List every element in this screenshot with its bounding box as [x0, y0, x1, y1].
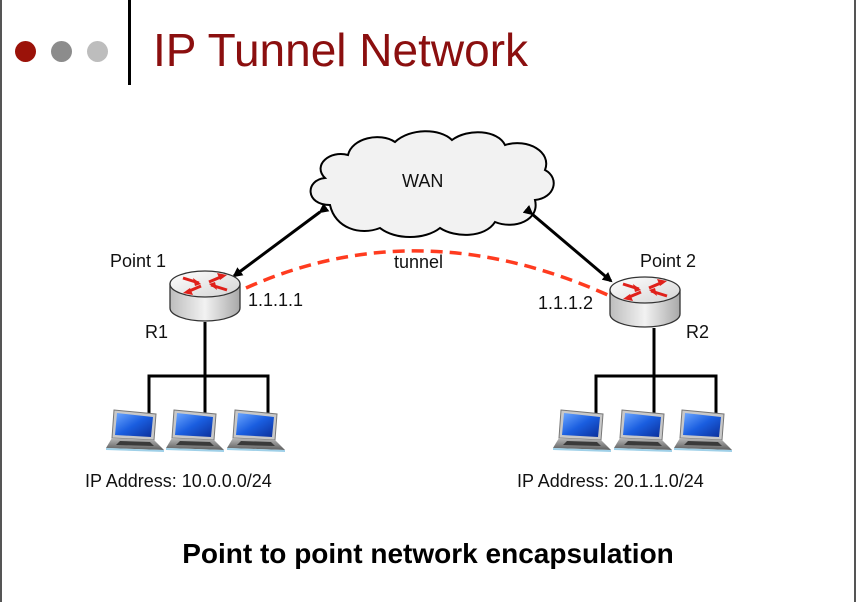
- router-r1: [168, 269, 242, 323]
- r1-label: R1: [145, 322, 169, 342]
- lan-right-wiring: [594, 328, 718, 414]
- title-divider: [128, 0, 131, 85]
- point1-label: Point 1: [110, 251, 167, 271]
- slide-frame-left: [0, 0, 2, 602]
- left-subnet-label: IP Address: 10.0.0.0/24: [85, 471, 272, 491]
- page-title: IP Tunnel Network: [153, 24, 529, 76]
- slide-caption: Point to point network encapsulation: [182, 538, 674, 569]
- bullet-dot-red: [15, 41, 36, 62]
- tunnel-label: tunnel: [394, 252, 444, 272]
- laptop-icon: [226, 409, 286, 453]
- laptop-icon: [552, 409, 612, 453]
- r2-label: R2: [686, 322, 710, 342]
- point2-label: Point 2: [640, 251, 697, 271]
- bullet-dot-lightgray: [87, 41, 108, 62]
- wan-cloud: [309, 130, 555, 238]
- right-subnet-label: IP Address: 20.1.1.0/24: [517, 471, 704, 491]
- laptop-icon: [673, 409, 733, 453]
- laptop-icon: [105, 409, 165, 453]
- wan-label: WAN: [402, 171, 444, 191]
- laptop-icon: [613, 409, 673, 453]
- slide-frame-right: [854, 0, 856, 602]
- link-r2-wan: [522, 205, 613, 283]
- router-r2: [608, 275, 682, 329]
- r2-ip-label: 1.1.1.2: [538, 293, 594, 313]
- laptop-icon: [165, 409, 225, 453]
- r1-ip-label: 1.1.1.1: [248, 290, 304, 310]
- lan-left-wiring: [147, 322, 270, 414]
- tunnel-dashed-line: [245, 249, 611, 298]
- bullet-dot-gray: [51, 41, 72, 62]
- link-r1-wan: [232, 203, 330, 278]
